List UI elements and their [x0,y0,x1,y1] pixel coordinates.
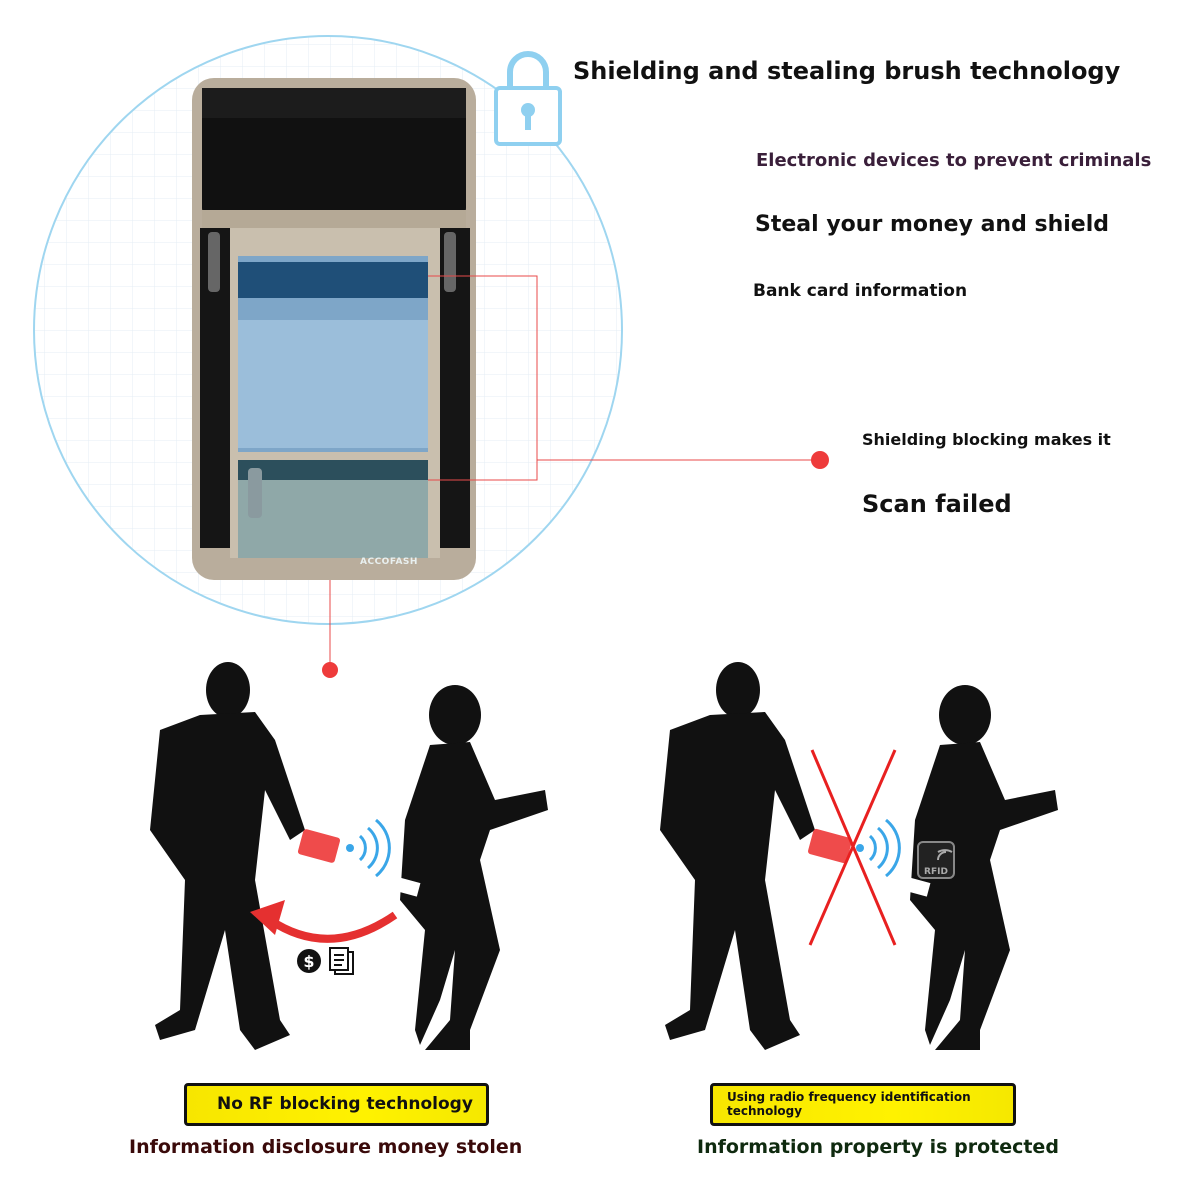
left-caption: Information disclosure money stolen [129,1136,523,1158]
document-icon [329,947,354,975]
svg-text:$: $ [303,952,314,971]
feature-line-1: Electronic devices to prevent criminals [756,150,1152,171]
woman-silhouette [905,685,1058,1050]
lock-icon [494,51,562,146]
woman-silhouette [395,685,548,1050]
dollar-icon: $ [297,949,321,973]
svg-text:RFID: RFID [924,867,948,877]
rfid-badge: Using radio frequency identification tec… [710,1083,1016,1126]
right-caption: Information property is protected [697,1136,1059,1158]
arrow-head [250,900,285,935]
callout-lines [329,275,820,670]
thief-silhouette [150,662,305,1050]
feature-line-3: Bank card information [753,281,968,301]
stolen-arrow-icon [267,911,398,943]
blocked-x-icon [808,749,897,946]
feature-line-4: Shielding blocking makes it [862,430,1111,449]
brand-logo: ACCOFASH [360,557,418,567]
callout-dot [811,451,829,469]
signal-icon [346,818,391,878]
scan-failed-text: Scan failed [862,490,1012,518]
feature-line-2: Steal your money and shield [755,212,1109,237]
thief-silhouette [660,662,815,1050]
page-title: Shielding and stealing brush technology [573,57,1121,85]
no-rf-badge-label: No RF blocking technology [217,1094,473,1114]
rfid-icon: RFID [917,841,955,879]
callout-dot [322,662,338,678]
card-icon [297,829,341,863]
no-rf-badge: No RF blocking technology [184,1083,489,1126]
wallet-product-image [192,78,476,580]
card-icon [807,828,853,864]
rfid-badge-label: Using radio frequency identification tec… [727,1090,971,1118]
signal-icon [856,818,901,878]
